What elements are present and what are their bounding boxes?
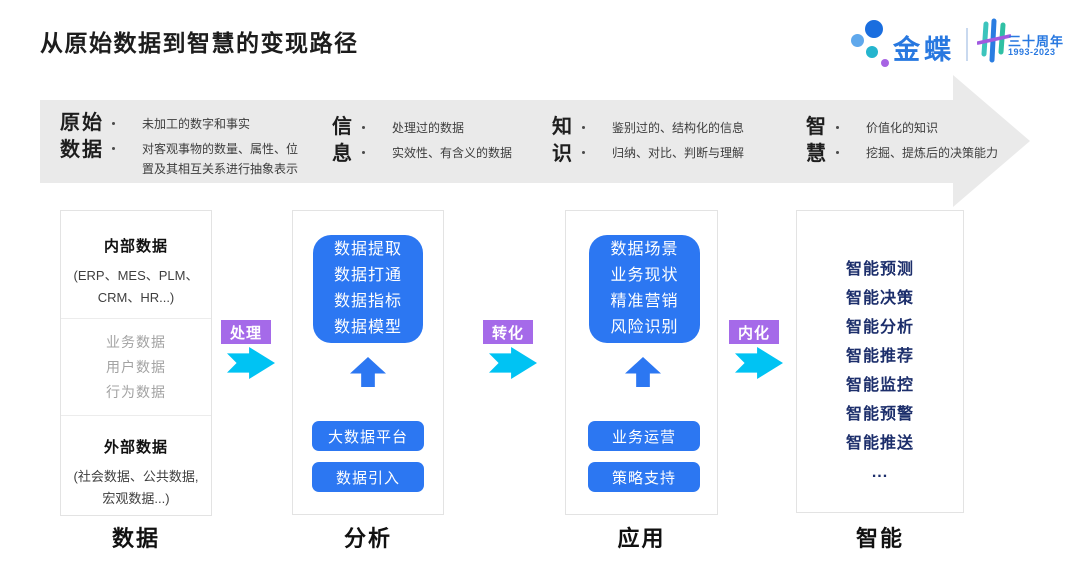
internal-data-section: 内部数据 (ERP、MES、PLM、 CRM、HR...) [61,211,211,318]
stage-point: 对客观事物的数量、属性、位 置及其相互关系进行抽象表示 [112,139,298,179]
column-label-intelligence: 智能 [855,526,904,551]
column-label-data: 数据 [111,526,160,551]
data-import-button: 数据引入 [312,462,424,492]
internal-data-detail: (ERP、MES、PLM、 CRM、HR...) [73,268,199,305]
stage-points: 鉴别过的、结构化的信息 归纳、对比、判断与理解 [582,114,744,163]
point-text: 挖掘、提炼后的决策能力 [866,146,999,160]
data-type-item: 业务数据 [106,334,166,350]
logo-dot-icon [865,20,883,38]
intelligence-item: 智能预测 [845,261,914,278]
stage-wisdom: 智 慧 价值化的知识 挖掘、提炼后的决策能力 [806,114,998,168]
logo-dot-icon [851,34,864,47]
stage-heading: 智 慧 [806,116,828,165]
bullet-dot-icon [362,126,365,129]
stage-heading: 信 息 [332,116,354,165]
external-data-title: 外部数据 [103,439,168,456]
process-connector-label: 处理 [221,320,271,344]
bullet-dot-icon [836,126,839,129]
card-line: 数据模型 [333,319,402,336]
stage-raw-data: 原始 数据 未加工的数字和事实 对客观事物的数量、属性、位 置及其相互关系进行抽… [60,110,298,179]
stage-point: 挖掘、提炼后的决策能力 [836,143,998,163]
column-label-application: 应用 [617,526,666,551]
stage-points: 处理过的数据 实效性、有含义的数据 [362,114,512,163]
point-text: 对客观事物的数量、属性、位 置及其相互关系进行抽象表示 [142,142,299,176]
intelligence-item: 智能分析 [845,319,914,336]
application-card: 数据场景 业务现状 精准营销 风险识别 [589,235,700,343]
intelligence-item: 智能决策 [845,290,914,307]
card-line: 数据指标 [333,293,402,310]
bullet-dot-icon [362,151,365,154]
logo-divider [966,28,968,61]
anniversary-mark-icon [977,18,1011,63]
logo-dot-icon [866,46,878,58]
card-line: 数据提取 [333,241,402,258]
stage-point: 处理过的数据 [362,118,512,138]
stage-point: 归纳、对比、判断与理解 [582,143,744,163]
strategy-support-button: 策略支持 [588,462,700,492]
business-operation-button: 业务运营 [588,421,700,451]
transform-connector-label: 转化 [483,320,533,344]
intelligence-item: 智能预警 [845,406,914,423]
intelligence-item: 智能推送 [845,435,914,452]
stage-point: 鉴别过的、结构化的信息 [582,118,744,138]
intelligence-item: 智能推荐 [845,348,914,365]
data-type-item: 行为数据 [106,384,166,400]
page-title: 从原始数据到智慧的变现路径 [40,30,359,56]
stage-knowledge: 知 识 鉴别过的、结构化的信息 归纳、对比、判断与理解 [552,114,744,168]
right-arrow-icon [735,347,783,379]
stage-points: 未加工的数字和事实 对客观事物的数量、属性、位 置及其相互关系进行抽象表示 [112,110,298,179]
card-line: 数据打通 [333,267,402,284]
intelligence-item-more: ... [871,464,889,481]
card-line: 风险识别 [610,319,679,336]
point-text: 未加工的数字和事实 [142,117,251,131]
stage-information: 信 息 处理过的数据 实效性、有含义的数据 [332,114,512,168]
external-data-section: 外部数据 (社会数据、公共数据, 宏观数据...) [61,416,211,510]
bullet-dot-icon [112,147,115,150]
column-label-analysis: 分析 [343,526,392,551]
intelligence-item: 智能监控 [845,377,914,394]
external-data-detail: (社会数据、公共数据, 宏观数据...) [73,469,199,506]
logo-dot-icon [881,59,889,67]
middle-data-section: 业务数据 用户数据 行为数据 [61,318,211,416]
stage-point: 价值化的知识 [836,118,998,138]
bullet-dot-icon [836,151,839,154]
data-type-item: 用户数据 [106,359,166,375]
stage-point: 实效性、有含义的数据 [362,143,512,163]
card-line: 精准营销 [610,293,679,310]
bullet-dot-icon [582,151,585,154]
point-text: 价值化的知识 [866,121,939,135]
brand-name: 金蝶 [893,35,955,65]
point-text: 处理过的数据 [392,121,465,135]
internalize-connector-label: 内化 [729,320,779,344]
point-text: 实效性、有含义的数据 [392,146,513,160]
big-data-platform-button: 大数据平台 [312,421,424,451]
point-text: 鉴别过的、结构化的信息 [612,121,745,135]
anniversary-years: 1993-2023 [1008,47,1056,57]
intelligence-column-box: 智能预测 智能决策 智能分析 智能推荐 智能监控 智能预警 智能推送 ... [796,210,964,513]
card-line: 业务现状 [610,267,679,284]
stage-heading: 知 识 [552,116,574,165]
point-text: 归纳、对比、判断与理解 [612,146,745,160]
card-line: 数据场景 [610,241,679,258]
bullet-dot-icon [582,126,585,129]
anniversary-text: 三十周年 [1008,34,1065,49]
analysis-card: 数据提取 数据打通 数据指标 数据模型 [313,235,423,343]
right-arrow-icon [227,347,275,379]
right-arrow-icon [489,347,537,379]
bullet-dot-icon [112,122,115,125]
internal-data-title: 内部数据 [103,238,168,255]
stage-point: 未加工的数字和事实 [112,114,298,134]
stage-points: 价值化的知识 挖掘、提炼后的决策能力 [836,114,998,163]
data-column-box: 内部数据 (ERP、MES、PLM、 CRM、HR...) 业务数据 用户数据 … [60,210,212,516]
stage-heading: 原始 数据 [60,112,104,161]
